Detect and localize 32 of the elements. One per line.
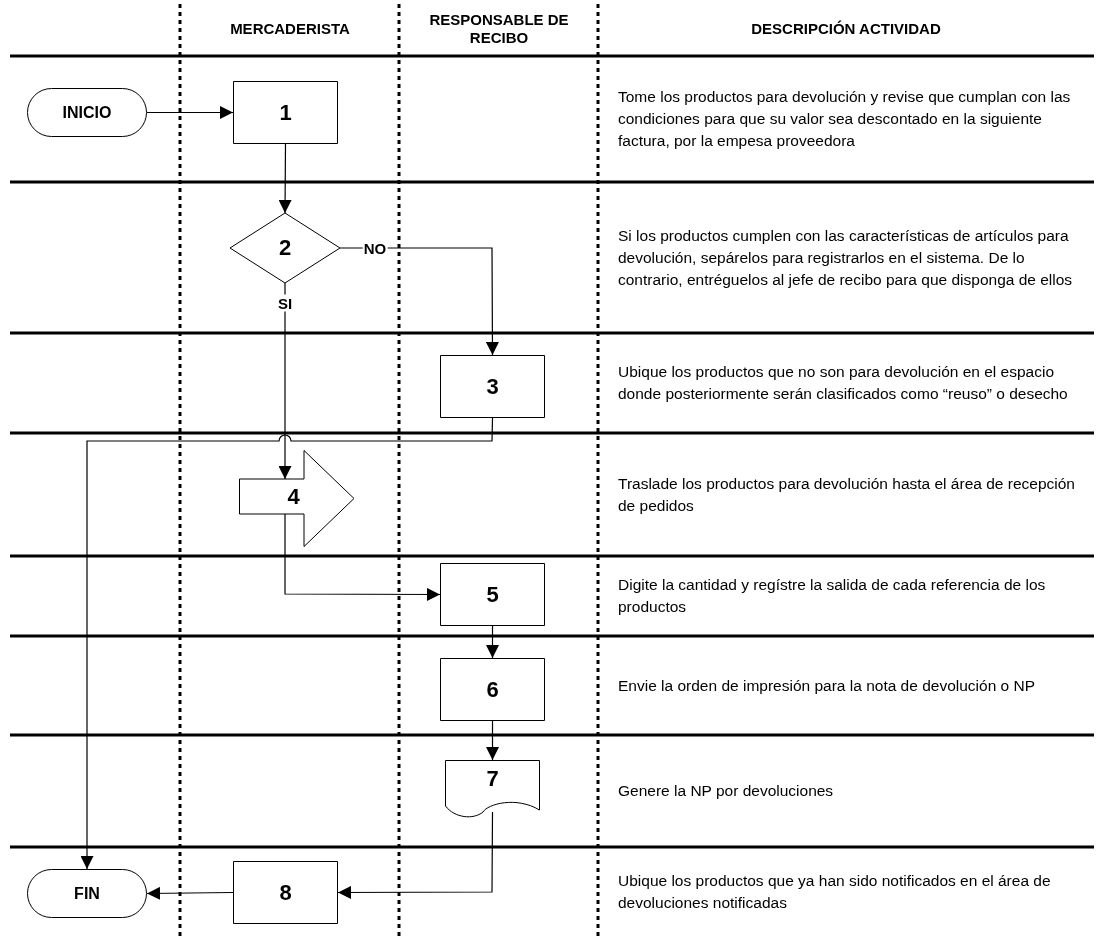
- edge-label: SI: [276, 294, 294, 312]
- decision-diamond: 2: [230, 213, 340, 283]
- process-box: 1: [233, 81, 338, 144]
- arrow: [284, 513, 441, 601]
- arrow: [486, 625, 499, 659]
- block-arrow-shape: 4: [239, 450, 354, 547]
- activity-description: Envie la orden de impresión para la nota de devolución o NP: [618, 675, 1037, 696]
- arrow: [146, 106, 234, 119]
- arrow: [278, 282, 292, 480]
- process-box: 3: [440, 355, 545, 418]
- arrow: [80, 417, 494, 870]
- column-header: MERCADERISTA: [229, 20, 351, 38]
- process-box: 5: [440, 563, 545, 626]
- arrow: [486, 720, 499, 761]
- column-header: DESCRIPCIÓN ACTIVIDAD: [750, 20, 942, 38]
- process-box: 6: [440, 658, 545, 721]
- arrow: [339, 247, 499, 356]
- activity-description: Ubique los productos que ya han sido notificados en el área de devoluciones notificadas: [618, 870, 1052, 913]
- activity-description: Si los productos cumplen con las características de artículos para devolución, sepárelos para registrarlos en el sistema. De lo contrario, entréguelos al jefe de recibo para que disponga de ellos: [618, 225, 1074, 290]
- column-header: RESPONSABLE DE RECIBO: [428, 11, 570, 47]
- arrow: [146, 886, 234, 900]
- activity-description: Digite la cantidad y regístre la salida de cada referencia de los productos: [618, 575, 1047, 617]
- document-shape: 7: [445, 760, 540, 818]
- terminal-shape: FIN: [27, 869, 147, 918]
- activity-description: Traslade los productos para devolución hasta el área de recepción de pedidos: [618, 473, 1076, 516]
- arrow: [337, 811, 494, 899]
- arrow: [278, 143, 292, 214]
- activity-description: Genere la NP por devoluciones: [618, 781, 835, 801]
- terminal-shape: INICIO: [27, 88, 147, 137]
- activity-description: Tome los productos para devolución y revise que cumplan con las condiciones para que su valor sea descontado en la siguiente factura, por la empesa proveedora: [618, 87, 1072, 151]
- activity-description: Ubique los productos que no son para devolución en el espacio donde posteriormente serán clasificados como “reuso” o desecho: [618, 362, 1069, 404]
- process-box: 8: [233, 861, 338, 924]
